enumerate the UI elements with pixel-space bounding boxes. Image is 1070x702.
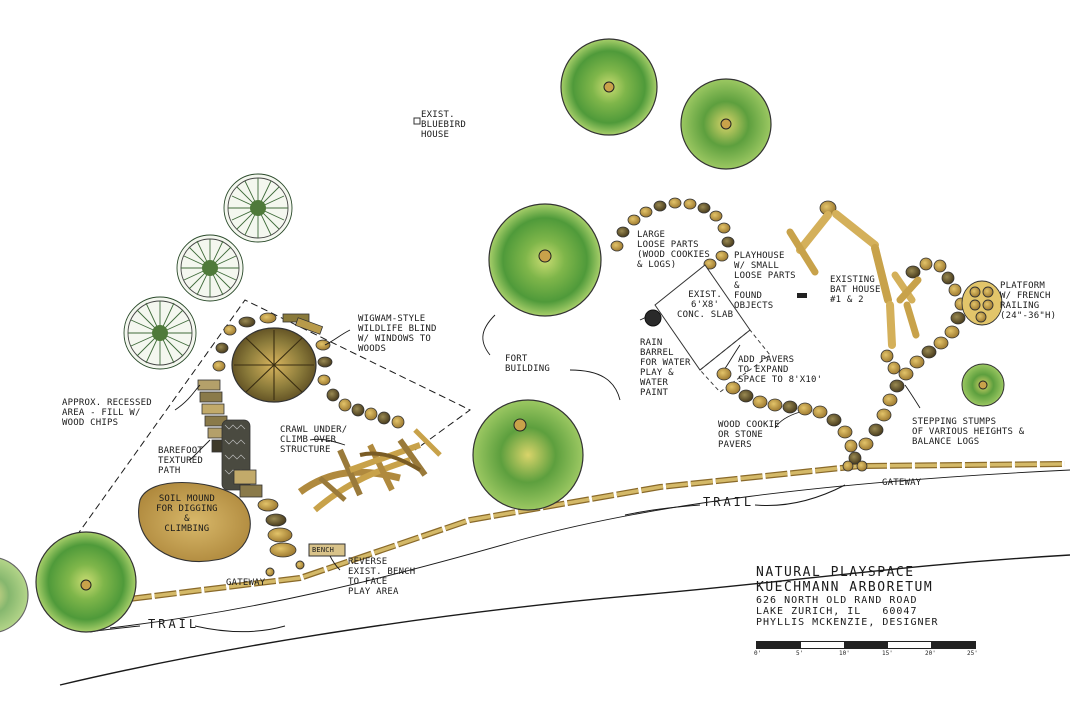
bluebird-house-marker [413,117,421,125]
label-fort-building: FORT BUILDING [505,354,550,374]
scale-tick-0: 0' [754,650,762,657]
concrete-slab [654,264,771,393]
label-bluebird-house: EXIST. BLUEBIRD HOUSE [421,110,466,140]
label-trail-right: TRAIL [703,495,755,509]
title-line-2: KUECHMANN ARBORETUM [756,580,934,595]
tree-trail-center [472,399,584,511]
gateway-left-marker [265,560,305,577]
label-bat-house: EXISTING BAT HOUSE #1 & 2 [830,275,881,305]
label-playhouse: PLAYHOUSE W/ SMALL LOOSE PARTS & FOUND O… [734,251,796,311]
balance-logs [786,210,922,349]
wigwam-stump-ring [212,312,405,429]
title-line-3: 626 NORTH OLD RAND ROAD [756,595,918,606]
rain-barrel [644,309,662,327]
stepping-stumps [819,200,968,451]
label-gateway-right: GATEWAY [882,478,922,488]
trail-edge-border [104,461,1066,605]
title-line-4: LAKE ZURICH, IL 60047 [756,606,918,617]
scale-bar-labels: 0' 5' 10' 15' 20' 25' [752,650,982,660]
label-stepping-stumps: STEPPING STUMPS OF VARIOUS HEIGHTS & BAL… [912,417,1025,447]
bat-house-marker [797,293,807,298]
label-bench: BENCH [312,546,335,554]
title-line-1: NATURAL PLAYSPACE [756,565,915,580]
label-recessed-area: APPROX. RECESSED AREA - FILL W/ WOOD CHI… [62,398,152,428]
label-reverse-bench: REVERSE EXIST. BENCH TO FACE PLAY AREA [348,557,416,597]
scale-tick-20: 20' [925,650,936,657]
tree-top-2 [680,78,772,170]
wood-cookie-path [716,367,868,472]
crawl-structure [297,428,442,513]
label-gateway-left: GATEWAY [226,578,266,588]
scale-tick-25: 25' [967,650,978,657]
tree-bottom-left [35,531,137,633]
label-add-pavers: ADD PAVERS TO EXPAND SPACE TO 8'X10' [738,355,823,385]
tree-fort [488,203,602,317]
loose-parts-arc [610,197,735,270]
wigwam-blind [231,327,317,403]
label-large-loose-parts: LARGE LOOSE PARTS (WOOD COOKIES & LOGS) [637,230,711,270]
label-soil-mound: SOIL MOUND FOR DIGGING & CLIMBING [156,494,218,534]
tree-edge-left [0,557,29,633]
tree-top-1 [560,38,658,136]
evergreen-tree-1 [223,173,293,243]
label-barefoot-path: BAREFOOT TEXTURED PATH [158,446,203,476]
label-wood-cookie: WOOD COOKIE OR STONE PAVERS [718,420,780,450]
platform [961,280,1003,326]
scale-tick-5: 5' [796,650,804,657]
barefoot-path [197,379,297,558]
label-wigwam: WIGWAM-STYLE WILDLIFE BLIND W/ WINDOWS T… [358,314,437,354]
label-trail-left: TRAIL [148,617,200,631]
label-rain-barrel: RAIN BARREL FOR WATER PLAY & WATER PAINT [640,338,691,398]
evergreen-tree-2 [176,234,244,302]
scale-tick-10: 10' [839,650,850,657]
title-block: NATURAL PLAYSPACE KUECHMANN ARBORETUM 62… [756,565,981,628]
soil-mound [138,482,251,563]
scale-bar [756,641,976,649]
label-crawl-under: CRAWL UNDER/ CLIMB OVER STRUCTURE [280,425,348,455]
bench [308,543,346,557]
label-platform: PLATFORM W/ FRENCH RAILING (24"-36"H) [1000,281,1057,321]
tree-small-right [961,363,1005,407]
evergreen-tree-3 [123,296,197,370]
trail-edges [59,469,1070,686]
scale-tick-15: 15' [882,650,893,657]
title-line-5: PHYLLIS MCKENZIE, DESIGNER [756,617,939,628]
recessed-area-boundary [69,299,471,546]
label-conc-slab: EXIST. 6'X8' CONC. SLAB [677,290,734,320]
